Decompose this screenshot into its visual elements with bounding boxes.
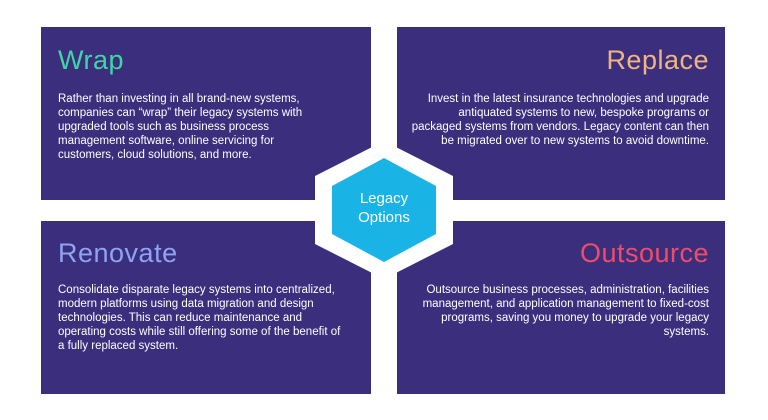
renovate-panel: Renovate Consolidate disparate legacy sy… [41,221,371,394]
replace-title: Replace [606,45,709,75]
replace-panel: Replace Invest in the latest insurance t… [397,27,725,200]
center-label-line1: Legacy [359,190,409,207]
center-hexagon: Legacy Options [314,141,454,279]
wrap-title: Wrap [58,45,125,75]
outsource-title: Outsource [579,238,709,268]
outsource-panel: Outsource Outsource business processes, … [397,221,725,394]
hexagon-shape [315,141,453,279]
renovate-description: Consolidate disparate legacy systems int… [58,284,341,352]
hexagon-fill [332,158,436,262]
replace-description: Invest in the latest insurance technolog… [411,93,709,147]
center-label: Legacy Options [314,189,454,227]
outsource-description: Outsource business processes, administra… [422,284,709,338]
center-label-line2: Options [358,209,410,226]
wrap-description: Rather than investing in all brand-new s… [58,93,303,161]
renovate-title: Renovate [58,238,178,268]
wrap-panel: Wrap Rather than investing in all brand-… [41,27,371,200]
